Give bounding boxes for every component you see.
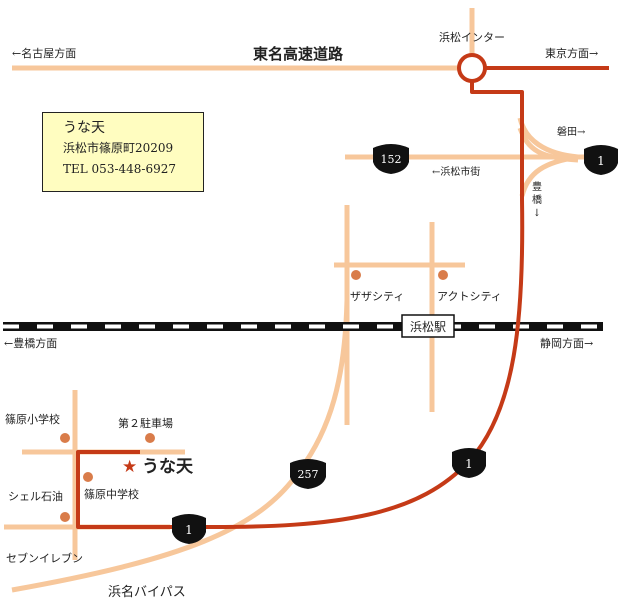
hamamatsu-interchange-marker <box>457 53 487 83</box>
route257-badge: 257 <box>290 459 326 489</box>
station-box <box>401 314 455 338</box>
parking2-dot <box>145 433 155 443</box>
tokaido-railway <box>3 322 603 331</box>
shinohara-middle-label: 篠原中学校 <box>84 487 139 501</box>
expressway-east-direction: 東京方面→ <box>545 46 598 60</box>
iwata-direction: 磐田→ <box>557 125 586 138</box>
zaza-city-dot <box>351 270 361 280</box>
route1-badge-mid-label: 1 <box>465 457 473 471</box>
route1-badge-south-label: 1 <box>185 523 193 537</box>
shinohara-elementary-label: 篠原小学校 <box>5 412 60 426</box>
shell-label: シェル石油 <box>8 489 63 503</box>
act-city-dot <box>438 270 448 280</box>
hamamatsu-street-direction: ←浜松市街 <box>432 165 480 178</box>
expressway-west-direction: ←名古屋方面 <box>12 46 76 60</box>
toyohashi-direction-2: 橋 <box>532 193 542 206</box>
route1-badge-east-label: 1 <box>597 154 605 168</box>
route1-badge-south: 1 <box>172 514 206 544</box>
destination-star-icon: ★ <box>122 457 137 477</box>
toyohashi-ramp <box>519 154 579 197</box>
shop-info-box: うな天 浜松市篠原町20209 TEL 053-448-6927 <box>42 112 204 192</box>
route1-badge-mid: 1 <box>452 448 486 478</box>
hamana-bypass <box>11 299 350 593</box>
act-city-label: アクトシティ <box>437 290 502 303</box>
shinohara-elementary-dot <box>60 433 70 443</box>
interchange-label: 浜松インター <box>439 30 505 44</box>
railway-east-direction: 静岡方面→ <box>540 336 593 350</box>
station-label: 浜松駅 <box>410 320 446 334</box>
railway-west-direction: ←豊橋方面 <box>4 336 57 350</box>
expressway-name: 東名高速道路 <box>253 45 344 63</box>
seven-eleven-dot <box>60 512 70 522</box>
route152-badge: 152 <box>373 144 409 174</box>
seven-eleven-label: セブンイレブン <box>6 551 83 565</box>
bypass-label: 浜名バイパス <box>108 584 186 599</box>
shop-info-tel: TEL 053-448-6927 <box>63 162 177 176</box>
shop-info-name: うな天 <box>63 120 105 136</box>
zaza-city-label: ザザシティ <box>350 290 404 303</box>
toyohashi-direction-3: ↓ <box>533 208 541 219</box>
shop-info-address: 浜松市篠原町20209 <box>63 141 174 155</box>
route152-badge-label: 152 <box>381 153 402 166</box>
toyohashi-direction-1: 豊 <box>532 180 542 193</box>
route1-badge-east: 1 <box>584 145 618 175</box>
destination-name: うな天 <box>142 457 194 477</box>
shinohara-middle-dot <box>83 472 93 482</box>
parking2-label: 第２駐車場 <box>118 416 173 430</box>
route257-badge-label: 257 <box>298 468 319 481</box>
